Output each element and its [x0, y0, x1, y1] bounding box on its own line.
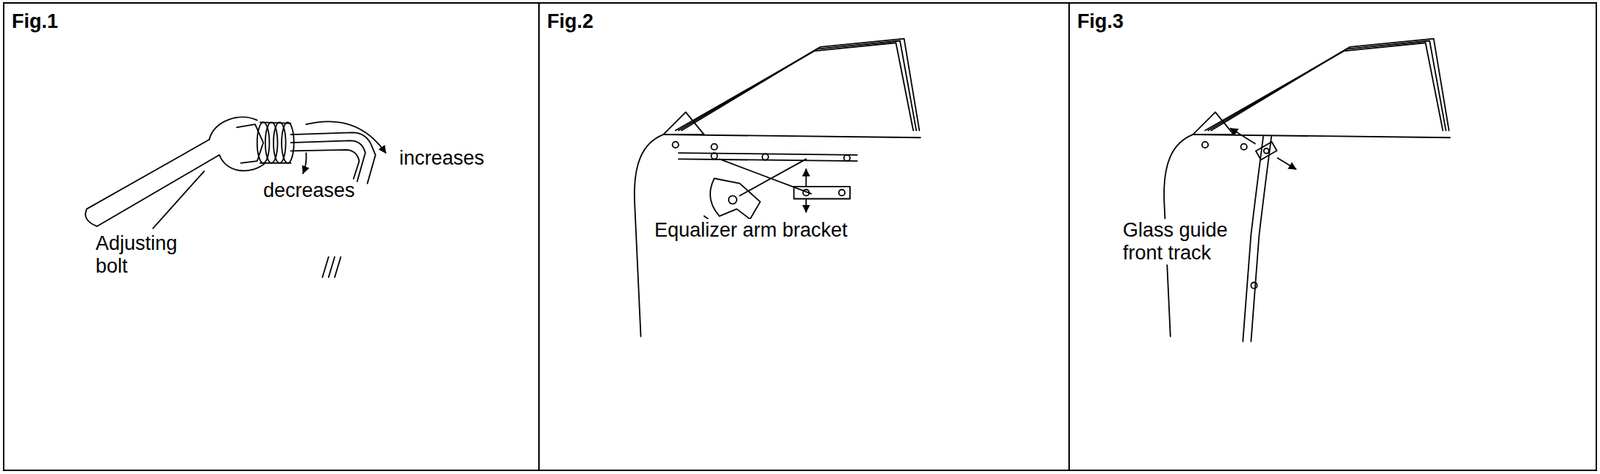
figure-number: Fig.2	[547, 11, 594, 34]
figure-number: Fig.1	[11, 11, 59, 34]
figure-panel: Fig.1	[2, 2, 540, 472]
part-label: decreases	[261, 179, 357, 203]
wrench-figure	[85, 116, 386, 278]
part-label: Adjusting bolt	[94, 232, 179, 278]
part-label: Glass guide front track	[1121, 219, 1246, 265]
figure-number: Fig.3	[1077, 11, 1124, 34]
part-label: Equalizer arm bracket	[652, 219, 850, 242]
part-label: increases	[397, 147, 487, 170]
door-regulator-figure	[634, 38, 921, 337]
door-track-figure	[1163, 38, 1450, 342]
